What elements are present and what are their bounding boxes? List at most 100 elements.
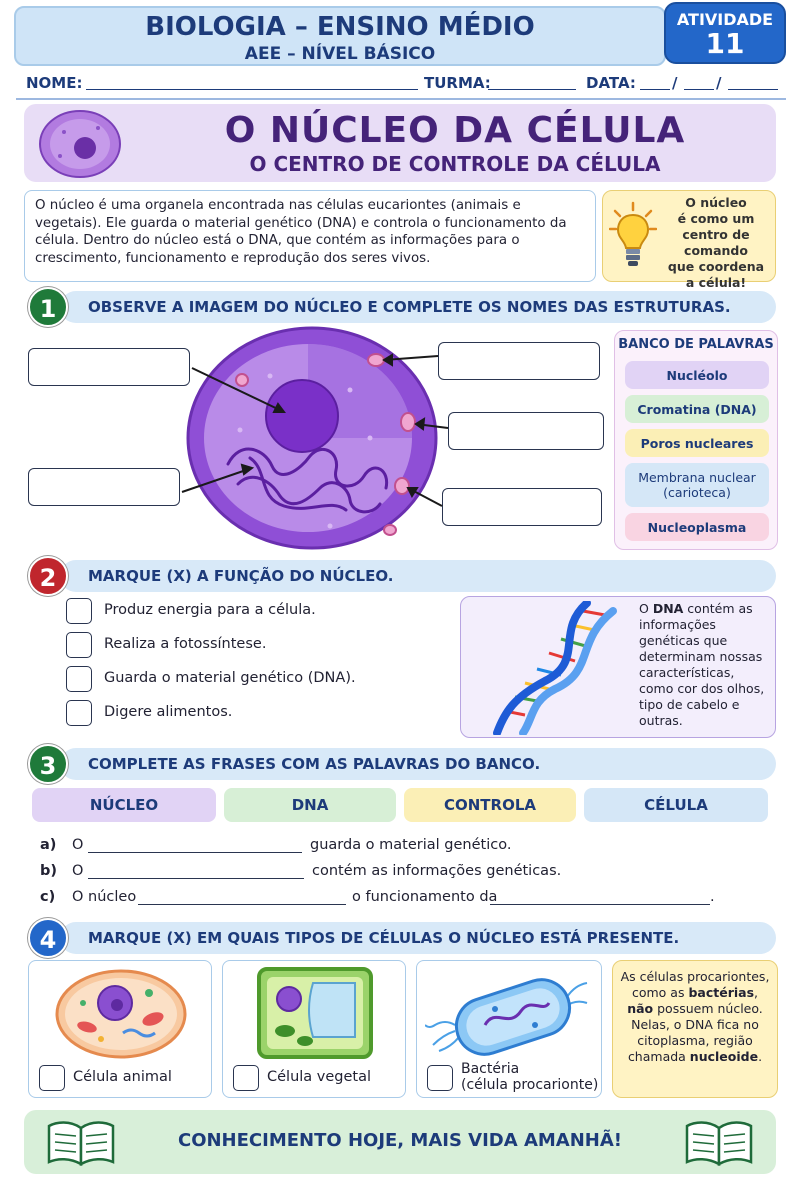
header-subtitle: AEE – NÍVEL BÁSICO [244,44,436,64]
card-label: Célula animal [73,1069,172,1085]
dna-fact-rest: contém as informações genéticas que dete… [639,601,765,728]
date-separator: / [716,74,722,92]
word-bank-item: Nucleoplasma [625,513,769,541]
option-label: Realiza a fotossíntese. [104,636,267,652]
sentence-letter: a) [40,837,57,853]
label-box-middle-right[interactable] [448,412,604,450]
date-month-field[interactable] [684,89,714,90]
cell-card-animal[interactable]: Célula animal [28,960,212,1098]
class-label: TURMA: [424,74,491,92]
checkbox[interactable] [233,1065,259,1091]
page-subtitle: O CENTRO DE CONTROLE DA CÉLULA [249,152,661,176]
sentence-letter: b) [40,863,58,879]
note-bold: nucleoide [689,1049,759,1064]
cell-card-bacteria[interactable]: Bactéria(célula procarionte) [416,960,602,1098]
note-text: As células procariontes, como as [620,969,770,1000]
blank-field[interactable] [138,904,346,905]
tip-line: O núcleo [685,195,747,210]
intro-paragraph: O núcleo é uma organela encontrada nas c… [24,190,596,282]
tip-text: O núcleo é como um centro de comando que… [657,195,775,291]
date-year-field[interactable] [728,89,778,90]
plant-cell-icon [257,967,373,1059]
dna-fact-prefix: O [639,601,653,616]
function-option[interactable]: Digere alimentos. [66,700,446,728]
sentence-c: c) O núcleo o funcionamento da . [40,888,780,910]
name-field[interactable] [86,89,418,90]
prokaryote-note: As células procariontes, como as bactéri… [612,960,778,1098]
animal-cell-icon [55,969,187,1059]
word-pill: CONTROLA [404,788,576,822]
section-3-header: COMPLETE AS FRASES COM AS PALAVRAS DO BA… [60,748,776,780]
section-2-header: MARQUE (X) A FUNÇÃO DO NÚCLEO. [60,560,776,592]
sentence-b: b) O contém as informações genéticas. [40,862,780,884]
blank-field[interactable] [88,852,302,853]
footer-banner: CONHECIMENTO HOJE, MAIS VIDA AMANHÃ! [24,1110,776,1174]
word-pill: NÚCLEO [32,788,216,822]
card-label: Célula vegetal [267,1069,372,1085]
word-bank: BANCO DE PALAVRAS Nucléolo Cromatina (DN… [614,330,778,550]
checkbox[interactable] [39,1065,65,1091]
dna-fact-text: O DNA contém as informações genéticas qu… [639,601,771,729]
option-label: Guarda o material genético (DNA). [104,670,356,686]
card-label: Bactéria(célula procarionte) [461,1061,598,1093]
function-option[interactable]: Realiza a fotossíntese. [66,632,446,660]
activity-label: ATIVIDADE [676,10,774,29]
checkbox[interactable] [66,632,92,658]
section-1-header: OBSERVE A IMAGEM DO NÚCLEO E COMPLETE OS… [60,291,776,323]
date-day-field[interactable] [640,89,670,90]
sentence-text: . [710,889,715,905]
section-4-instruction: MARQUE (X) EM QUAIS TIPOS DE CÉLULAS O N… [88,929,680,947]
tip-line: é como um [677,211,755,226]
date-label: DATA: [586,74,636,92]
checkbox[interactable] [427,1065,453,1091]
header-banner: BIOLOGIA – ENSINO MÉDIO AEE – NÍVEL BÁSI… [14,6,666,66]
note-text: possuem núcleo. Nelas, o DNA fica no cit… [627,1001,763,1064]
open-book-icon [47,1121,115,1166]
cell-card-plant[interactable]: Célula vegetal [222,960,406,1098]
lightbulb-icon [609,201,657,266]
bacteria-icon [425,978,588,1056]
page-title: O NÚCLEO DA CÉLULA [224,110,686,151]
activity-badge: ATIVIDADE 11 [664,2,786,64]
word-pill: DNA [224,788,396,822]
label-box-top-left[interactable] [28,348,190,386]
label-box-bottom-left[interactable] [28,468,180,506]
word-bank-title: BANCO DE PALAVRAS [618,337,774,352]
word-bank-item: Poros nucleares [625,429,769,457]
blank-field[interactable] [490,904,710,905]
sentence-text: o funcionamento da [352,889,498,905]
note-text: , [754,985,759,1000]
function-option[interactable]: Guarda o material genético (DNA). [66,666,446,694]
date-separator: / [672,74,678,92]
footer-slogan: CONHECIMENTO HOJE, MAIS VIDA AMANHÃ! [177,1130,622,1151]
dna-helix-icon [493,601,617,735]
sentence-letter: c) [40,889,56,905]
section-2-number: 2 [28,556,68,596]
checkbox[interactable] [66,700,92,726]
sentence-a: a) O guarda o material genético. [40,836,780,858]
option-label: Produz energia para a célula. [104,602,316,618]
activity-number: 11 [705,27,745,60]
class-field[interactable] [488,89,576,90]
sentence-text: O [72,863,84,879]
word-bank-item: Cromatina (DNA) [625,395,769,423]
word-bank-item: Membrana nuclear (carioteca) [625,463,769,507]
tip-line: que coordena [667,259,765,274]
function-option[interactable]: Produz energia para a célula. [66,598,446,626]
nucleus-diagram [181,326,449,550]
tip-line: centro de comando [682,227,750,258]
card-label-line: (célula procarionte) [461,1077,599,1093]
sentence-text: O [72,837,84,853]
checkbox[interactable] [66,666,92,692]
label-box-bottom-right[interactable] [442,488,602,526]
dna-fact-bold: DNA [652,601,684,616]
checkbox[interactable] [66,598,92,624]
dna-fact-box: O DNA contém as informações genéticas qu… [460,596,776,738]
tip-line: a célula! [685,275,747,290]
tip-box: O núcleo é como um centro de comando que… [602,190,776,290]
blank-field[interactable] [88,878,304,879]
label-box-top-right[interactable] [438,342,600,380]
section-1-instruction: OBSERVE A IMAGEM DO NÚCLEO E COMPLETE OS… [88,298,731,316]
sentence-text: O núcleo [72,889,137,905]
section-1-number: 1 [28,287,68,327]
